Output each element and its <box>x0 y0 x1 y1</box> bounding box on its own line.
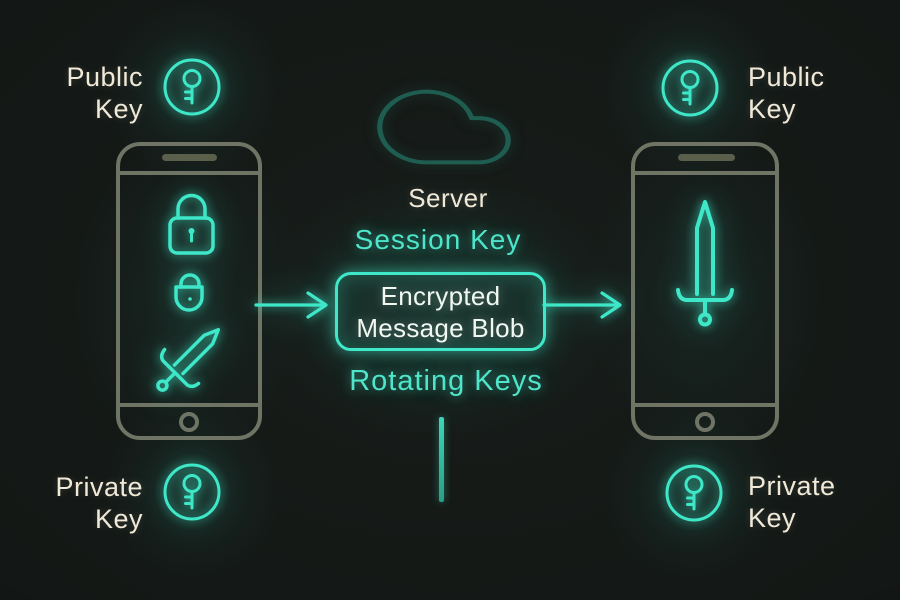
home-button <box>695 412 715 432</box>
label-line: Private <box>748 471 836 501</box>
label-line: Public <box>748 62 825 92</box>
key-icon <box>163 463 221 521</box>
key-icon <box>661 59 719 117</box>
label-line: Key <box>748 503 797 533</box>
server-label: Server <box>408 183 488 213</box>
rotating-keys-connector-line <box>439 417 444 502</box>
blob-label-line: Encrypted <box>380 280 501 311</box>
sender-phone <box>116 142 262 440</box>
receiver-phone <box>631 142 779 440</box>
label-line: Private <box>55 472 143 502</box>
smartphone-frame <box>116 142 262 440</box>
key-icon <box>163 58 221 116</box>
private-key-label-bottom-left: Private Key <box>28 471 143 535</box>
cloud-server-icon <box>377 89 511 165</box>
speaker-slot <box>162 154 217 161</box>
rotating-keys-label: Rotating Keys <box>349 365 543 397</box>
arrow-right-icon <box>254 291 328 319</box>
encrypted-message-blob-box: Encrypted Message Blob <box>335 272 546 351</box>
label-line: Public <box>66 62 143 92</box>
private-key-label-bottom-right: Private Key <box>748 470 868 534</box>
public-key-label-top-left: Public Key <box>28 61 143 125</box>
sword-icon <box>156 327 221 392</box>
rounded-padlock-icon <box>174 273 204 312</box>
session-key-label: Session Key <box>354 224 522 255</box>
padlock-icon <box>168 193 215 255</box>
smartphone-frame <box>631 142 779 440</box>
label-line: Key <box>94 94 143 124</box>
speaker-slot <box>678 154 735 161</box>
label-line: Key <box>94 504 143 534</box>
public-key-label-top-right: Public Key <box>748 61 868 125</box>
key-icon <box>665 464 723 522</box>
blob-label-line: Message Blob <box>356 312 525 343</box>
home-button <box>179 412 199 432</box>
label-line: Key <box>748 94 797 124</box>
sword-icon <box>676 200 734 327</box>
arrow-right-icon <box>542 291 622 319</box>
